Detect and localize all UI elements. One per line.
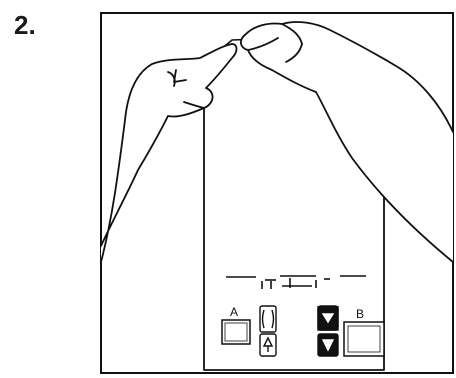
step-number: 2.: [14, 10, 36, 40]
slot-b-label: B: [356, 307, 364, 321]
slot-b-box: [343, 321, 385, 357]
inhaler-open-icon: [259, 305, 277, 357]
left-hand: [100, 43, 238, 263]
inhaler-closed-icon: [317, 305, 339, 357]
perforation-line: [226, 275, 366, 289]
right-hand: [240, 21, 454, 263]
slot-a-box: [221, 319, 251, 345]
slot-a-label: A: [230, 305, 238, 319]
